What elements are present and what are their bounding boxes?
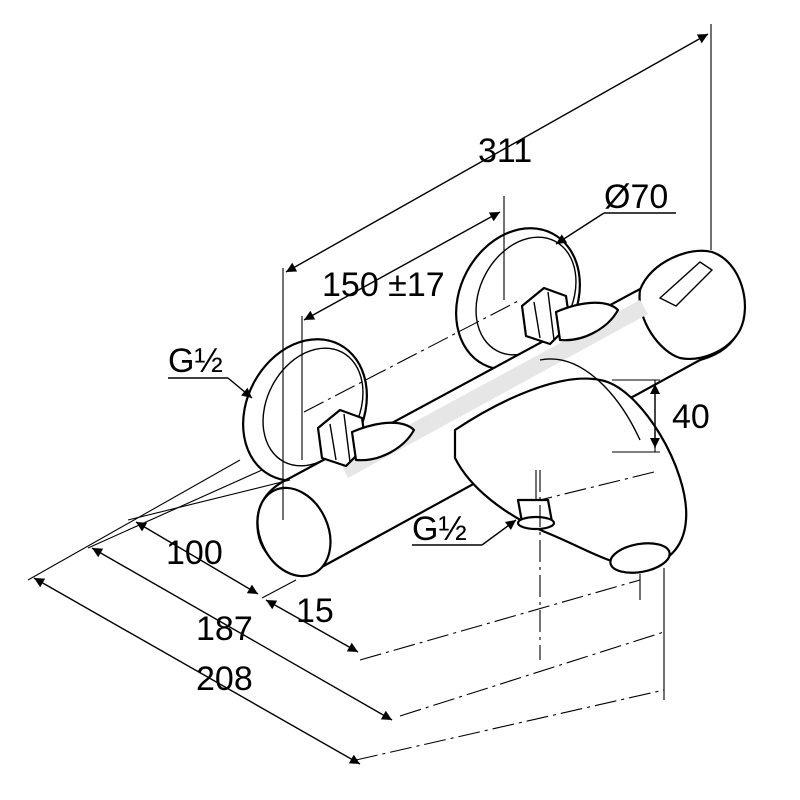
dimension-labels: 311 150 ±17 Ø70 G½ G½ 40 100 15 187 208 (166, 132, 710, 698)
label-208: 208 (196, 660, 253, 698)
bottom-outlet (516, 498, 556, 531)
label-15: 15 (296, 592, 334, 630)
mixer-body (242, 227, 747, 578)
dim-208-line (33, 577, 361, 765)
label-diameter-70: Ø70 (604, 178, 668, 216)
inlet-nut-right (520, 286, 620, 346)
label-311: 311 (478, 132, 532, 170)
label-g12-outlet: G½ (412, 510, 467, 548)
inlet-nut-left (316, 408, 416, 468)
label-150-17: 150 ±17 (322, 266, 445, 304)
dim-150-line (303, 211, 501, 321)
dimension-lines (33, 33, 709, 765)
label-40: 40 (672, 398, 710, 436)
label-g12-wall: G½ (168, 342, 223, 380)
label-100: 100 (166, 534, 223, 572)
label-187: 187 (196, 610, 253, 648)
